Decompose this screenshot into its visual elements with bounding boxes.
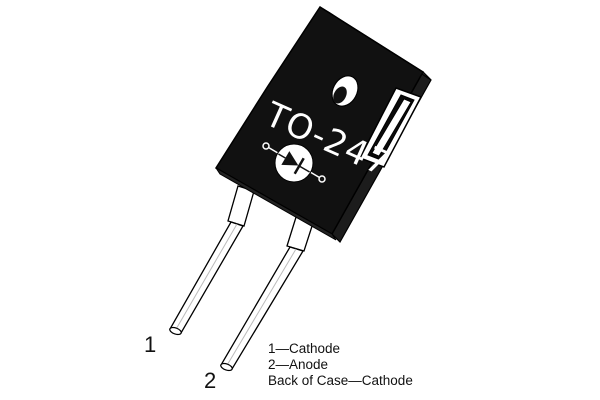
legend-case: Back of Case—Cathode [268, 373, 413, 388]
heatsink-tab [358, 87, 423, 168]
pin-1-number: 1 [144, 332, 156, 357]
pin-2-number: 2 [204, 368, 216, 393]
mounting-hole [331, 75, 359, 107]
legend-pin-2: 2—Anode [268, 357, 329, 372]
diode-icon [262, 142, 326, 183]
lead-1 [169, 185, 255, 336]
legend-pin-1: 1—Cathode [268, 341, 341, 356]
